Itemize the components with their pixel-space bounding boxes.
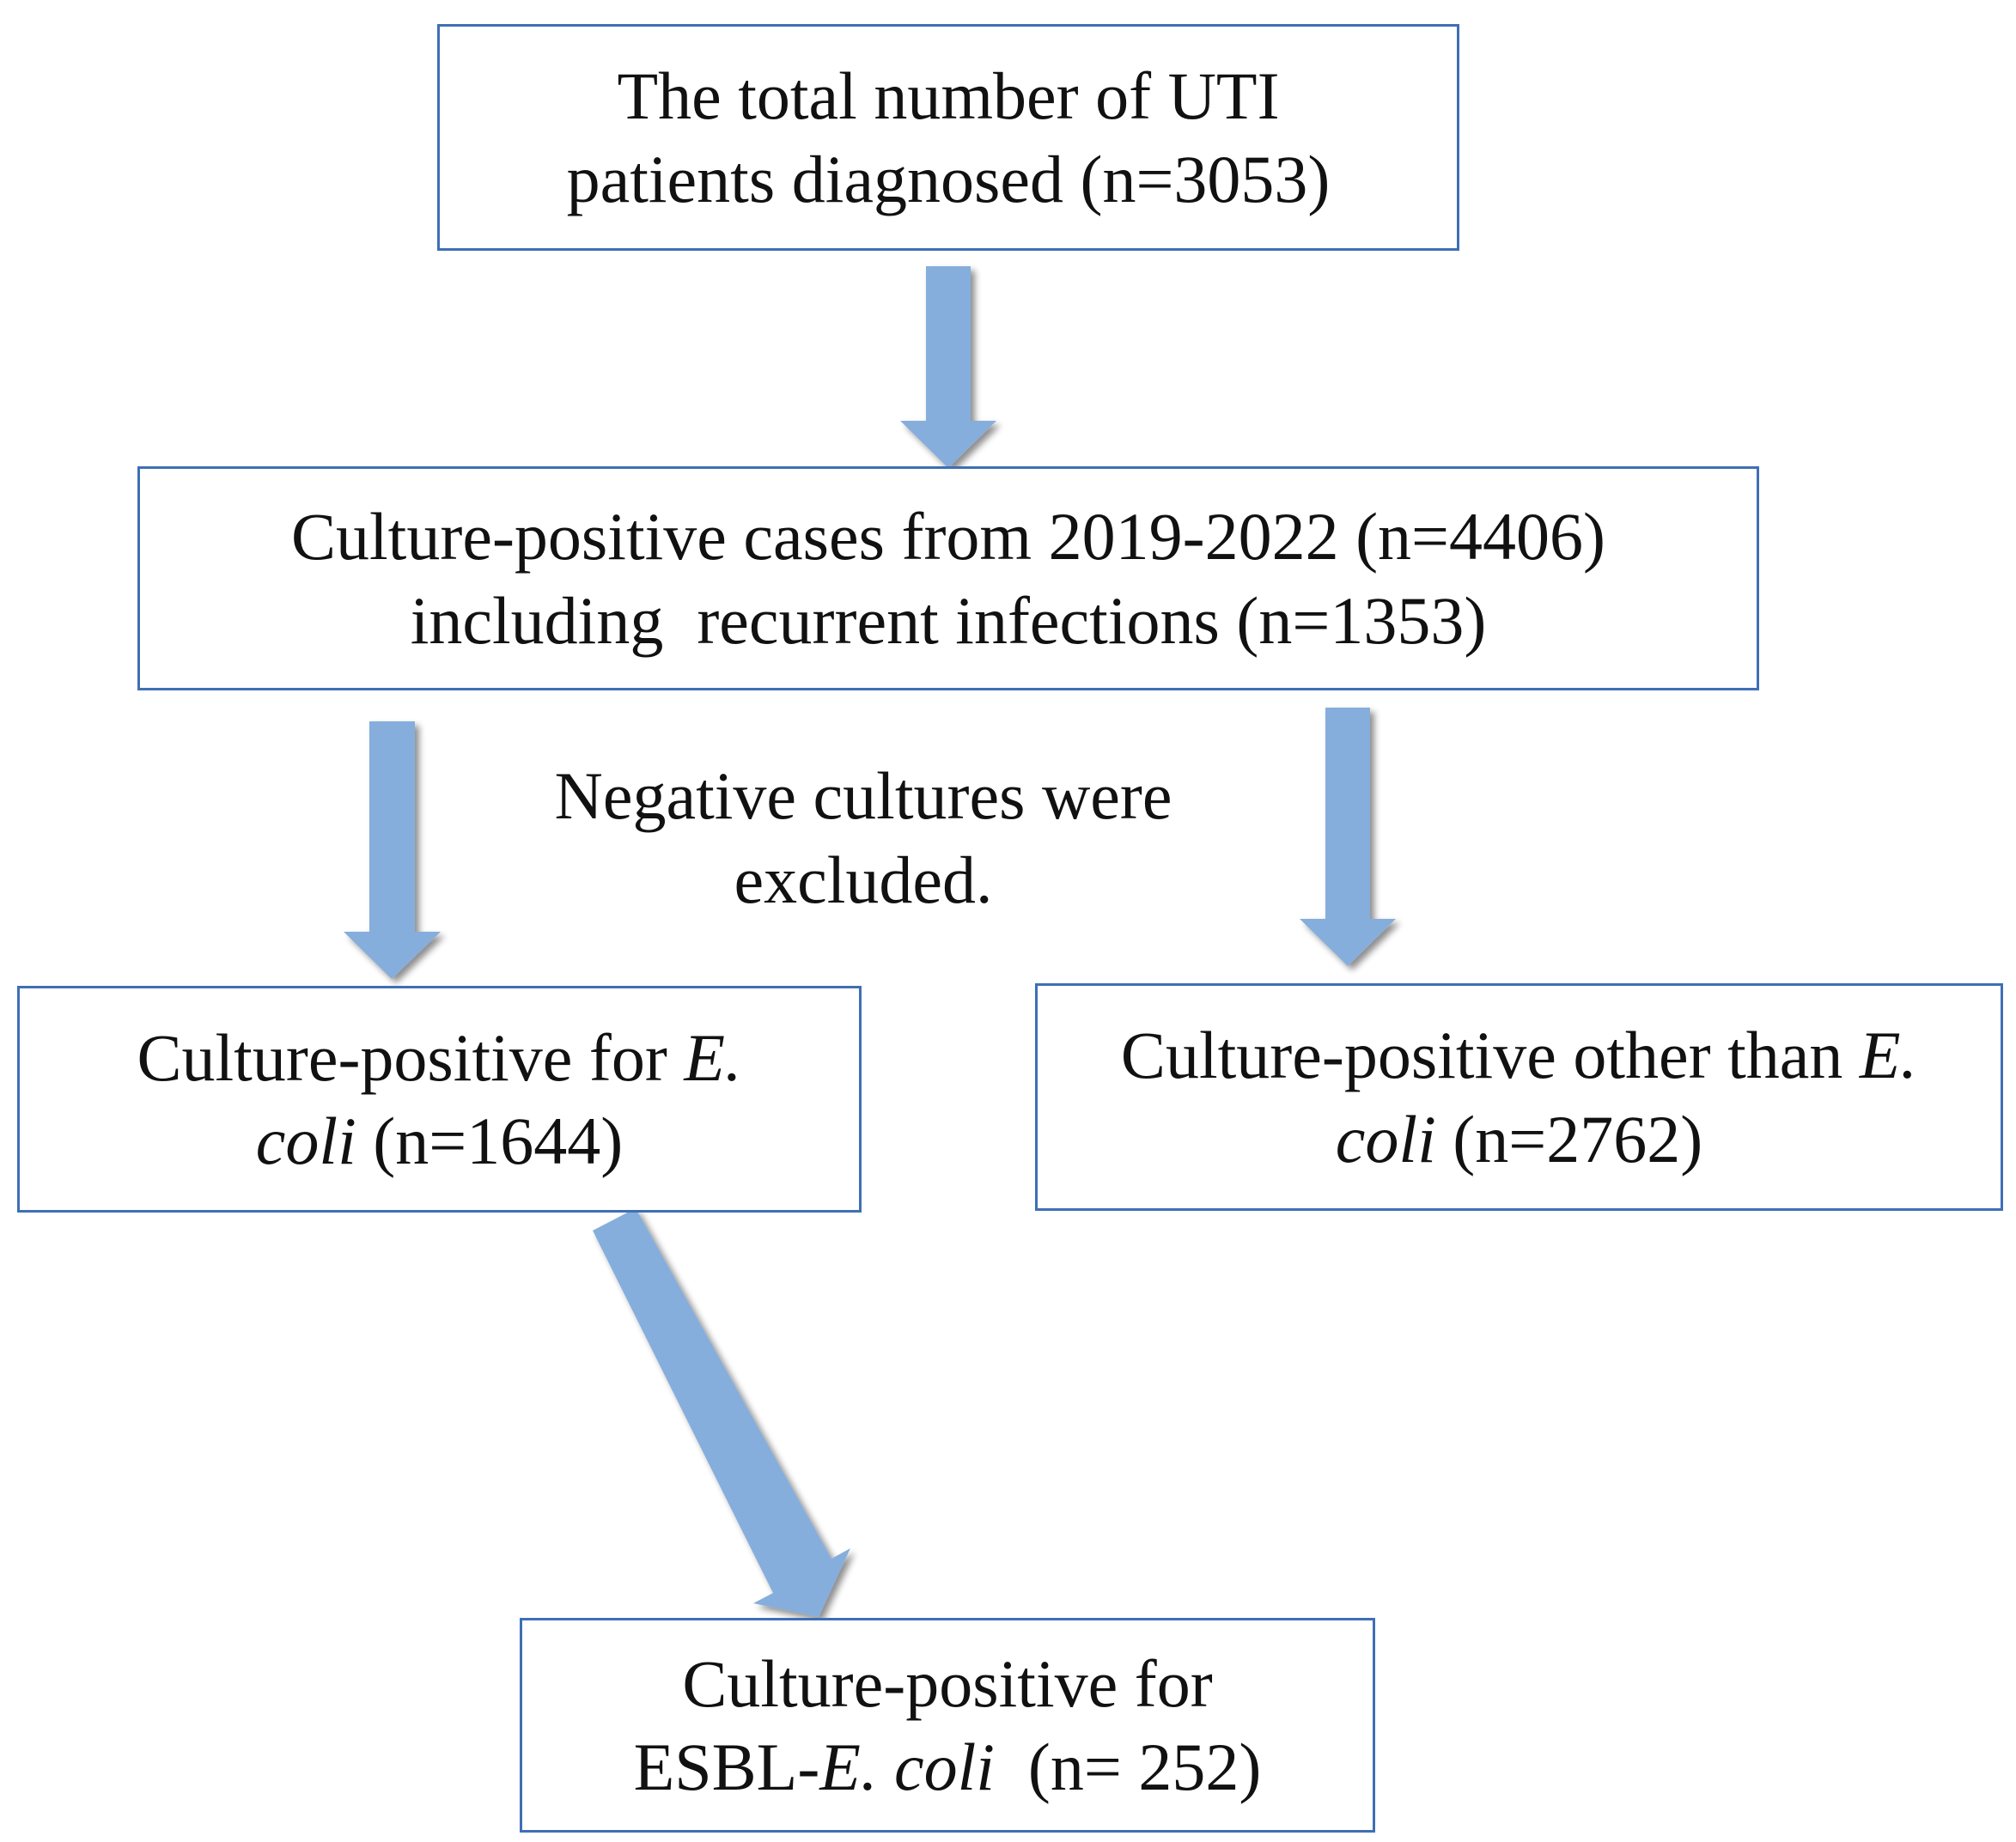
node-ecoli-line1-italic: E. — [684, 1019, 742, 1095]
node-other-line1: Culture-positive other than E. — [1121, 1013, 1917, 1097]
arrow-total-to-culture — [900, 266, 996, 468]
arrow-culture-to-other — [1300, 708, 1396, 966]
node-culture-positive-other: Culture-positive other than E. coli (n=2… — [1035, 983, 2003, 1211]
node-other-line1-text: Culture-positive other than — [1120, 1018, 1860, 1092]
exclusion-note-line2: excluded. — [734, 842, 993, 917]
node-total-line2: patients diagnosed (n=3053) — [566, 142, 1331, 216]
node-other-line2-text: (n=2762) — [1435, 1101, 1703, 1176]
node-culture-line2: including recurrent infections (n=1353) — [410, 582, 1487, 658]
exclusion-note: Negative cultures were excluded. — [464, 754, 1263, 921]
node-ecoli-line1: Culture-positive for E. — [137, 1016, 741, 1100]
node-culture-line1: Culture-positive cases from 2019-2022 (n… — [290, 499, 1606, 574]
node-culture-positive-esbl-ecoli: Culture-positive for ESBL-E. coli (n= 25… — [520, 1618, 1375, 1833]
arrow-culture-to-ecoli — [344, 721, 441, 979]
node-esbl-line1: Culture-positive for — [682, 1645, 1213, 1721]
node-ecoli-line2: coli (n=1644) — [256, 1099, 623, 1183]
node-other-line1-italic: E. — [1859, 1018, 1918, 1092]
node-ecoli-line2-italic: coli — [255, 1103, 356, 1178]
exclusion-note-line1: Negative cultures were — [554, 758, 1172, 833]
node-other-line2: coli (n=2762) — [1336, 1097, 1702, 1182]
arrow-ecoli-to-esbl — [593, 1208, 850, 1617]
node-culture-positive-ecoli: Culture-positive for E. coli (n=1644) — [17, 986, 862, 1213]
node-esbl-line2: ESBL-E. coli (n= 252) — [634, 1725, 1262, 1809]
node-ecoli-line2-text: (n=1644) — [356, 1103, 624, 1178]
node-other-line2-italic: coli — [1335, 1101, 1436, 1176]
node-ecoli-line1-text: Culture-positive for — [137, 1019, 685, 1095]
node-culture-positive-cases: Culture-positive cases from 2019-2022 (n… — [137, 466, 1759, 690]
node-esbl-line2-prefix: ESBL- — [633, 1730, 820, 1804]
node-total-line1: The total number of UTI — [617, 58, 1280, 133]
node-total-uti-patients: The total number of UTI patients diagnos… — [437, 24, 1459, 251]
node-esbl-line2-italic: E. coli — [819, 1730, 995, 1804]
node-esbl-line2-suffix: (n= 252) — [994, 1730, 1262, 1804]
